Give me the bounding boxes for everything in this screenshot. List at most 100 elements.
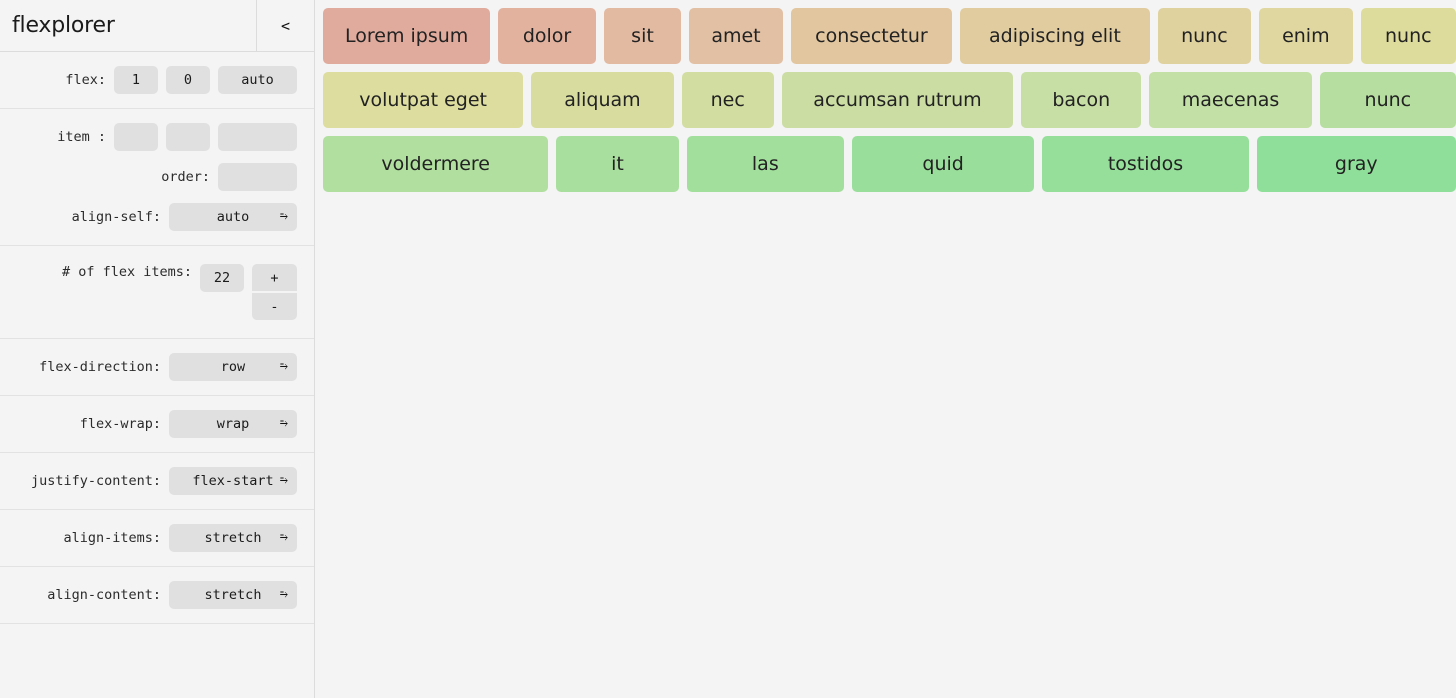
flex-item[interactable]: bacon <box>1021 72 1142 128</box>
item-count-decrement-button[interactable]: - <box>252 293 297 320</box>
label-align-self: align-self: <box>71 209 161 225</box>
flex-item[interactable]: sit <box>603 8 682 64</box>
flex-item[interactable]: quid <box>851 136 1035 192</box>
flex-item-label: amet <box>711 25 761 47</box>
flex-item[interactable]: Lorem ipsum <box>323 8 491 64</box>
flex-item[interactable]: adipiscing elit <box>960 8 1150 64</box>
flex-item-label: nunc <box>1181 25 1228 47</box>
flex-item[interactable]: nunc <box>1157 8 1252 64</box>
flex-item[interactable]: aliquam <box>531 72 674 128</box>
flex-item-label: aliquam <box>564 89 641 111</box>
item-shrink-input[interactable] <box>166 123 210 151</box>
align-self-select[interactable]: auto ⥱ <box>169 203 297 231</box>
align-content-select[interactable]: stretch ⥱ <box>169 581 297 609</box>
label-flex-direction: flex-direction: <box>39 359 161 375</box>
item-count-increment-button[interactable]: + <box>252 264 297 291</box>
row-flex-direction: flex-direction: row ⥱ <box>0 347 314 387</box>
flex-item[interactable]: voldermere <box>323 136 549 192</box>
flex-item[interactable]: nunc <box>1360 8 1456 64</box>
sidebar-header: flexplorer < <box>0 0 314 52</box>
flex-item[interactable]: it <box>556 136 679 192</box>
sidebar-collapse-button[interactable]: < <box>256 0 314 51</box>
section-item-settings: item : order: align-self: auto ⥱ <box>0 109 314 246</box>
item-grow-input[interactable] <box>114 123 158 151</box>
row-justify-content: justify-content: flex-start ⥱ <box>0 461 314 501</box>
section-flex-wrap: flex-wrap: wrap ⥱ <box>0 396 314 453</box>
flex-item-label: voldermere <box>381 153 490 175</box>
flex-container: Lorem ipsum dolor sit amet consectetur adipis… <box>323 8 1456 192</box>
flex-item[interactable]: enim <box>1259 8 1353 64</box>
item-count-input[interactable] <box>200 264 244 292</box>
flex-item[interactable]: consectetur <box>790 8 953 64</box>
flex-item[interactable]: accumsan rutrum <box>781 72 1014 128</box>
flex-item-label: volutpat eget <box>359 89 487 111</box>
chevron-down-icon: ⥱ <box>280 475 288 486</box>
sidebar: flexplorer < flex: item : order: <box>0 0 315 698</box>
row-align-items: align-items: stretch ⥱ <box>0 518 314 558</box>
chevron-down-icon: ⥱ <box>280 361 288 372</box>
row-item-count: # of flex items: + - <box>0 254 314 330</box>
align-content-value: stretch <box>204 587 262 603</box>
flex-item-label: nunc <box>1385 25 1432 47</box>
flex-item[interactable]: gray <box>1256 136 1456 192</box>
row-flex-wrap: flex-wrap: wrap ⥱ <box>0 404 314 444</box>
label-item-count: # of flex items: <box>61 264 192 280</box>
flex-item-label: Lorem ipsum <box>345 25 469 47</box>
chevron-down-icon: ⥱ <box>280 211 288 222</box>
flex-item-label: bacon <box>1052 89 1111 111</box>
label-align-items: align-items: <box>63 530 161 546</box>
section-justify-content: justify-content: flex-start ⥱ <box>0 453 314 510</box>
flex-item[interactable]: las <box>686 136 844 192</box>
item-basis-input[interactable] <box>218 123 297 151</box>
flex-grow-input[interactable] <box>114 66 158 94</box>
section-item-count: # of flex items: + - <box>0 246 314 339</box>
row-item: item : <box>0 117 314 157</box>
section-flex-direction: flex-direction: row ⥱ <box>0 339 314 396</box>
flex-item-label: dolor <box>522 25 572 47</box>
section-align-content: align-content: stretch ⥱ <box>0 567 314 624</box>
flex-wrap-select[interactable]: wrap ⥱ <box>169 410 297 438</box>
label-align-content: align-content: <box>47 587 161 603</box>
flex-item[interactable]: nec <box>681 72 774 128</box>
flex-item[interactable]: nunc <box>1319 72 1456 128</box>
flex-item-label: nunc <box>1364 89 1412 111</box>
align-items-value: stretch <box>204 530 262 546</box>
flex-item-label: enim <box>1282 25 1330 47</box>
flex-item-label: sit <box>631 25 654 47</box>
label-flex-wrap: flex-wrap: <box>79 416 161 432</box>
flex-item-label: consectetur <box>815 25 928 47</box>
chevron-down-icon: ⥱ <box>280 418 288 429</box>
flex-item[interactable]: amet <box>689 8 783 64</box>
justify-content-value: flex-start <box>192 473 274 489</box>
flex-item-label: adipiscing elit <box>989 25 1121 47</box>
flex-item[interactable]: tostidos <box>1042 136 1249 192</box>
label-justify-content: justify-content: <box>30 473 161 489</box>
flex-item-label: quid <box>922 153 964 175</box>
app-title: flexplorer <box>12 13 115 38</box>
flex-item[interactable]: maecenas <box>1149 72 1312 128</box>
flex-direction-select[interactable]: row ⥱ <box>169 353 297 381</box>
flex-item-label: it <box>611 153 624 175</box>
flex-basis-input[interactable] <box>218 66 297 94</box>
flex-item-label: accumsan rutrum <box>813 89 982 111</box>
flex-item-label: maecenas <box>1181 89 1280 111</box>
chevron-left-icon: < <box>280 16 291 35</box>
flex-canvas: Lorem ipsum dolor sit amet consectetur adipis… <box>315 0 1456 698</box>
flex-item-label: las <box>751 153 779 175</box>
flex-item[interactable]: dolor <box>498 8 596 64</box>
label-item: item : <box>57 129 106 145</box>
row-flex: flex: <box>0 60 314 100</box>
chevron-down-icon: ⥱ <box>280 589 288 600</box>
item-count-stepper: + - <box>252 264 297 320</box>
section-align-items: align-items: stretch ⥱ <box>0 510 314 567</box>
flex-item-label: nec <box>710 89 745 111</box>
flex-shrink-input[interactable] <box>166 66 210 94</box>
justify-content-select[interactable]: flex-start ⥱ <box>169 467 297 495</box>
align-items-select[interactable]: stretch ⥱ <box>169 524 297 552</box>
flex-item-label: gray <box>1334 153 1378 175</box>
row-align-self: align-self: auto ⥱ <box>0 197 314 237</box>
flex-item[interactable]: volutpat eget <box>323 72 524 128</box>
row-align-content: align-content: stretch ⥱ <box>0 575 314 615</box>
order-input[interactable] <box>218 163 297 191</box>
